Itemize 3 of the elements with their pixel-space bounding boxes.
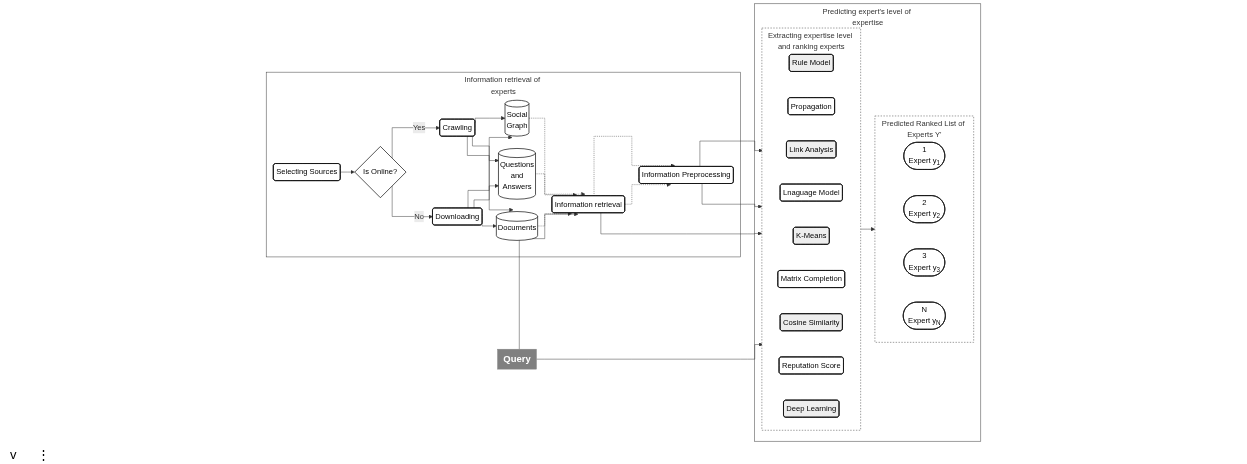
note-text: ⋮	[36, 447, 50, 462]
node-box: Query	[497, 348, 537, 370]
note-text: v	[10, 447, 17, 462]
